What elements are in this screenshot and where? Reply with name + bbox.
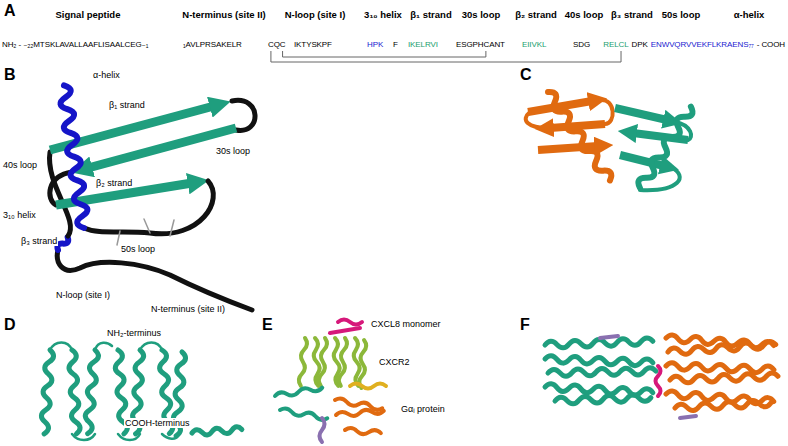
structure-label: β₃ strand	[20, 236, 58, 246]
sequence-segment: ENWVQRVVEKFLKRAENS₇₇	[651, 40, 754, 49]
region-header: N-loop (site I)	[285, 10, 346, 21]
sequence-segment: IKTYSKPF	[294, 40, 332, 49]
region-header: β₂ strand	[515, 10, 557, 21]
structure-label: CXCL8 monomer	[370, 319, 442, 329]
structure-label: β₂ strand	[95, 178, 133, 188]
cxcl8-ribbon	[50, 85, 256, 310]
cxcr2-receptor	[40, 343, 242, 441]
receptor-complex	[275, 320, 386, 443]
sequence-segment: NH₂ - ₋₂₂MTSKLAVALLAAFLISAALCEG₋₁	[2, 40, 148, 49]
panel-letter: B	[4, 66, 16, 84]
cxcl8-dimer	[526, 89, 695, 191]
region-header: 40s loop	[565, 10, 604, 21]
disulfide-bracket	[283, 51, 486, 57]
region-header: 3₁₀ helix	[364, 10, 402, 21]
structure-label: N-terminus (site II)	[150, 304, 226, 314]
structure-label: Gαᵢ protein	[400, 404, 446, 414]
structure-label: 3₁₀ helix	[2, 210, 37, 220]
panel-letter: C	[520, 66, 532, 84]
sequence-segment: ₁AVLPRSAKELR	[183, 40, 242, 49]
sequence-segment: RELCL	[603, 40, 628, 49]
region-header: 50s loop	[662, 10, 701, 21]
panel-letter: D	[4, 316, 16, 334]
sequence-segment: HPK	[367, 40, 383, 49]
structure-label: 50s loop	[120, 244, 156, 254]
region-header: Signal peptide	[56, 10, 121, 21]
structure-label: 40s loop	[2, 160, 38, 170]
structure-label: α-helix	[92, 70, 121, 80]
disulfide-bracket	[271, 51, 621, 62]
structure-label: NH₂-terminus	[106, 328, 162, 338]
sequence-segment: SDG	[573, 40, 590, 49]
sequence-segment: CQC	[268, 40, 285, 49]
region-header: 30s loop	[462, 10, 501, 21]
sequence-segment: EIIVKL	[522, 40, 546, 49]
structure-label: N-loop (site I)	[55, 290, 111, 300]
region-header: β₃ strand	[611, 10, 653, 21]
region-header: N-terminus (site II)	[182, 10, 265, 21]
region-header: α-helix	[734, 10, 765, 21]
panel-letter: E	[262, 316, 273, 334]
sequence-segment: ESGPHCANT	[456, 40, 505, 49]
structure-label: COOH-terminus	[124, 418, 191, 428]
structure-label: 30s loop	[215, 146, 251, 156]
region-header: β₁ strand	[410, 10, 451, 21]
dimer-side-view	[545, 335, 778, 418]
panel-letter: F	[520, 316, 530, 334]
panel-letter: A	[4, 2, 16, 20]
sequence-segment: - COOH	[757, 40, 785, 49]
sequence-segment: F	[393, 40, 398, 49]
disulfide-bracket	[271, 51, 621, 62]
structure-label: β₁ strand	[108, 100, 146, 110]
sequence-segment: DPK	[632, 40, 648, 49]
structure-label: CXCR2	[378, 357, 411, 367]
sequence-segment: IKELRVI	[408, 40, 438, 49]
